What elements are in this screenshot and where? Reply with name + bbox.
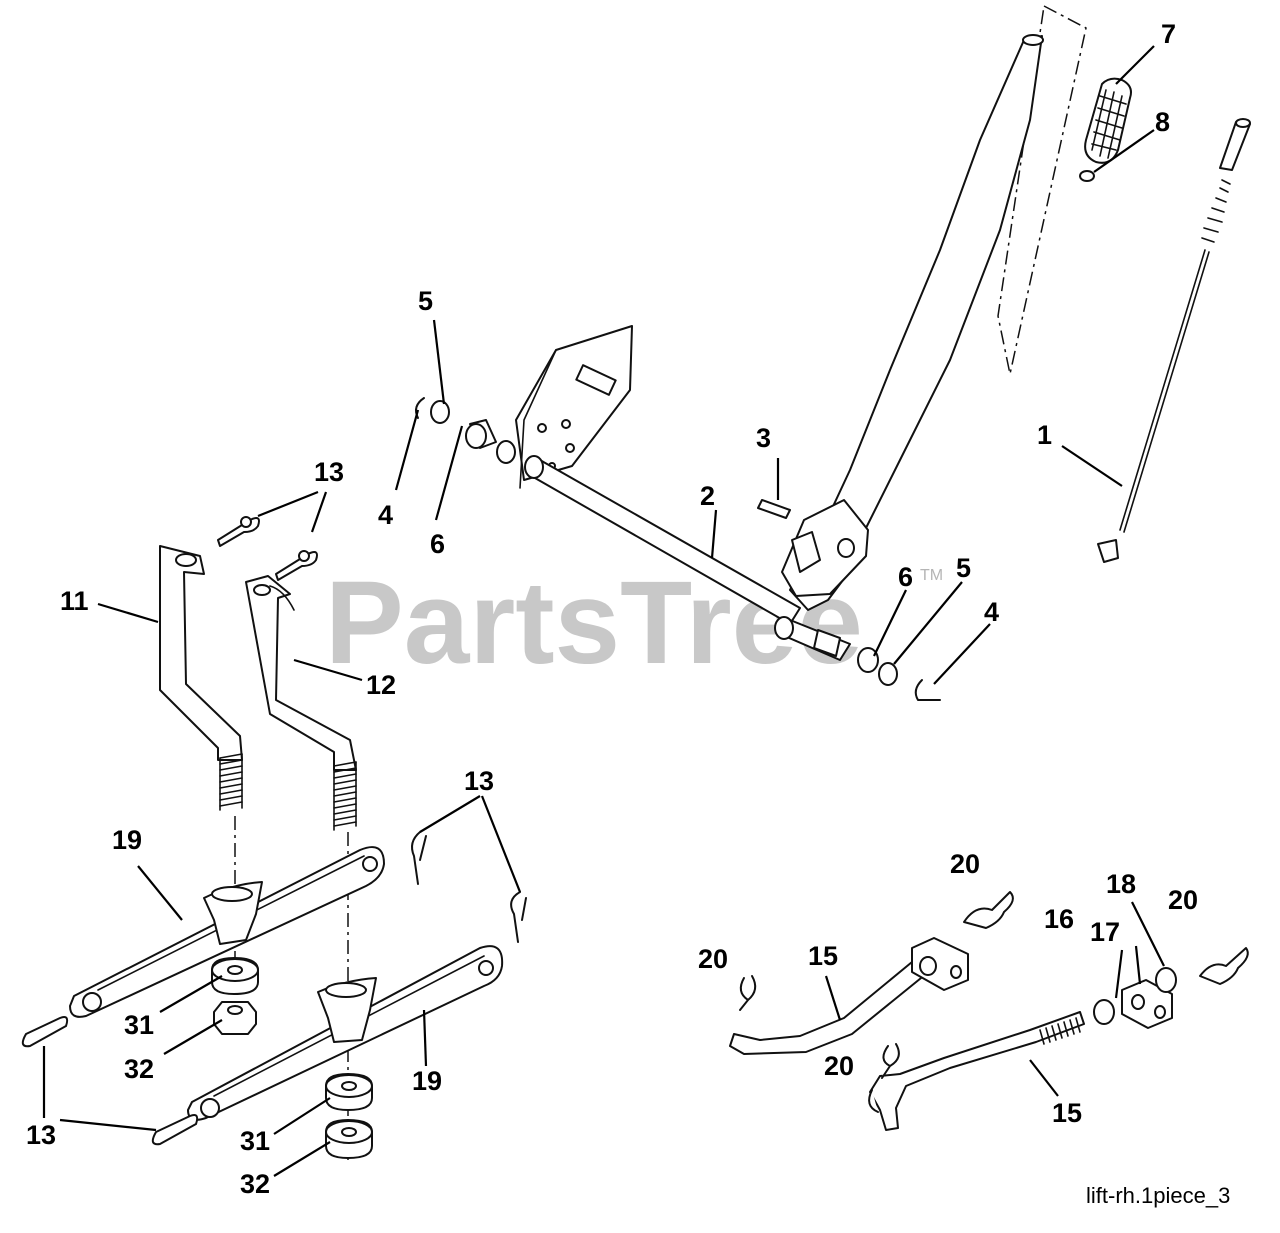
callout-20-right: 20: [1168, 885, 1198, 915]
lift-link-left-thread: [219, 753, 243, 811]
callout-labels: 1 2 3 4 4 5 5 6 6 7 8 11 12 13 13 13 15 …: [26, 19, 1198, 1199]
handle-guard-outline: [997, 4, 1087, 375]
rod-end-bend: [868, 1089, 879, 1113]
bushing-right-flange: [857, 647, 879, 673]
callout-13-top: 13: [314, 457, 344, 487]
callout-20-bottom: 20: [824, 1051, 854, 1081]
lift-rod-with-spring: [1097, 118, 1251, 563]
spacer-lower: [325, 1073, 373, 1111]
callout-15-upper: 15: [808, 941, 838, 971]
handle-grip: [1084, 77, 1132, 164]
hairpin-cotter-top-1: [217, 516, 260, 547]
watermark-text: PartsTree: [325, 557, 863, 689]
callout-6-right: 6: [898, 562, 913, 592]
callout-3: 3: [756, 423, 771, 453]
hairpin-cotter-bottom-1: [21, 1016, 69, 1048]
callout-19-lower: 19: [412, 1066, 442, 1096]
callout-4-right: 4: [984, 597, 999, 627]
callout-1: 1: [1037, 420, 1052, 450]
callout-32-upper: 32: [124, 1054, 154, 1084]
hairpin-cotter-mid-2: [510, 891, 527, 943]
watermark-trademark: TM: [920, 567, 943, 584]
lift-arm-lower: [187, 945, 504, 1121]
spacer-upper: [211, 957, 259, 995]
lift-arm-upper: [69, 846, 385, 1018]
hairpin-cotter-bottom-2: [151, 1114, 199, 1146]
shaft-stub: [496, 440, 516, 464]
hairpin-clip-20-left: [739, 975, 757, 1011]
bushing-right: [813, 629, 841, 657]
hairpin-cotter-mid-1: [411, 831, 427, 885]
nut-lower: [325, 1119, 373, 1159]
bushing-left: [465, 419, 497, 449]
callout-15-lower: 15: [1052, 1098, 1082, 1128]
mounting-plate: [515, 325, 633, 489]
callout-5-right: 5: [956, 553, 971, 583]
leader-lines: [42, 45, 1165, 1177]
callout-20-left: 20: [698, 944, 728, 974]
callout-16: 16: [1044, 904, 1074, 934]
callout-13-mid: 13: [464, 766, 494, 796]
callout-19-upper: 19: [112, 825, 142, 855]
adjustment-block-17: [1121, 979, 1173, 1029]
drawing-reference: lift-rh.1piece_3: [1086, 1183, 1230, 1208]
adjustment-rod-lower: [869, 1011, 1085, 1131]
hairpin-clip-20-top: [963, 891, 1014, 929]
retaining-ring-right: [914, 679, 941, 701]
callout-2: 2: [700, 481, 715, 511]
washer-right: [878, 662, 898, 686]
hairpin-cotter-top-2: [275, 550, 318, 581]
callout-20-top: 20: [950, 849, 980, 879]
callout-32-lower: 32: [240, 1169, 270, 1199]
roll-pin: [757, 499, 791, 519]
washer-16: [1093, 999, 1115, 1025]
hairpin-clip-20-right: [1199, 947, 1249, 985]
callout-31-upper: 31: [124, 1010, 154, 1040]
adjustment-rod-upper: [729, 961, 927, 1055]
washer-left: [430, 400, 450, 424]
washer-18: [1155, 967, 1177, 993]
lift-lever-arm: [781, 34, 1044, 611]
adjustment-block-upper: [911, 937, 969, 991]
callout-18: 18: [1106, 869, 1136, 899]
callout-12: 12: [366, 670, 396, 700]
callout-11: 11: [60, 586, 89, 616]
callout-13-bottom: 13: [26, 1120, 56, 1150]
hairpin-clip-20-bottom: [881, 1043, 900, 1079]
callout-5-left: 5: [418, 286, 433, 316]
lift-link-left: [159, 545, 243, 761]
callout-6-left: 6: [430, 529, 445, 559]
callout-31-lower: 31: [240, 1126, 270, 1156]
callout-17: 17: [1090, 917, 1120, 947]
grip-cap: [1079, 170, 1095, 182]
nut-upper: [213, 1001, 257, 1035]
lift-link-right: [245, 575, 357, 771]
callout-7: 7: [1161, 19, 1176, 49]
lift-link-right-thread: [333, 761, 357, 831]
callout-8: 8: [1155, 107, 1170, 137]
callout-4-left: 4: [378, 500, 393, 530]
